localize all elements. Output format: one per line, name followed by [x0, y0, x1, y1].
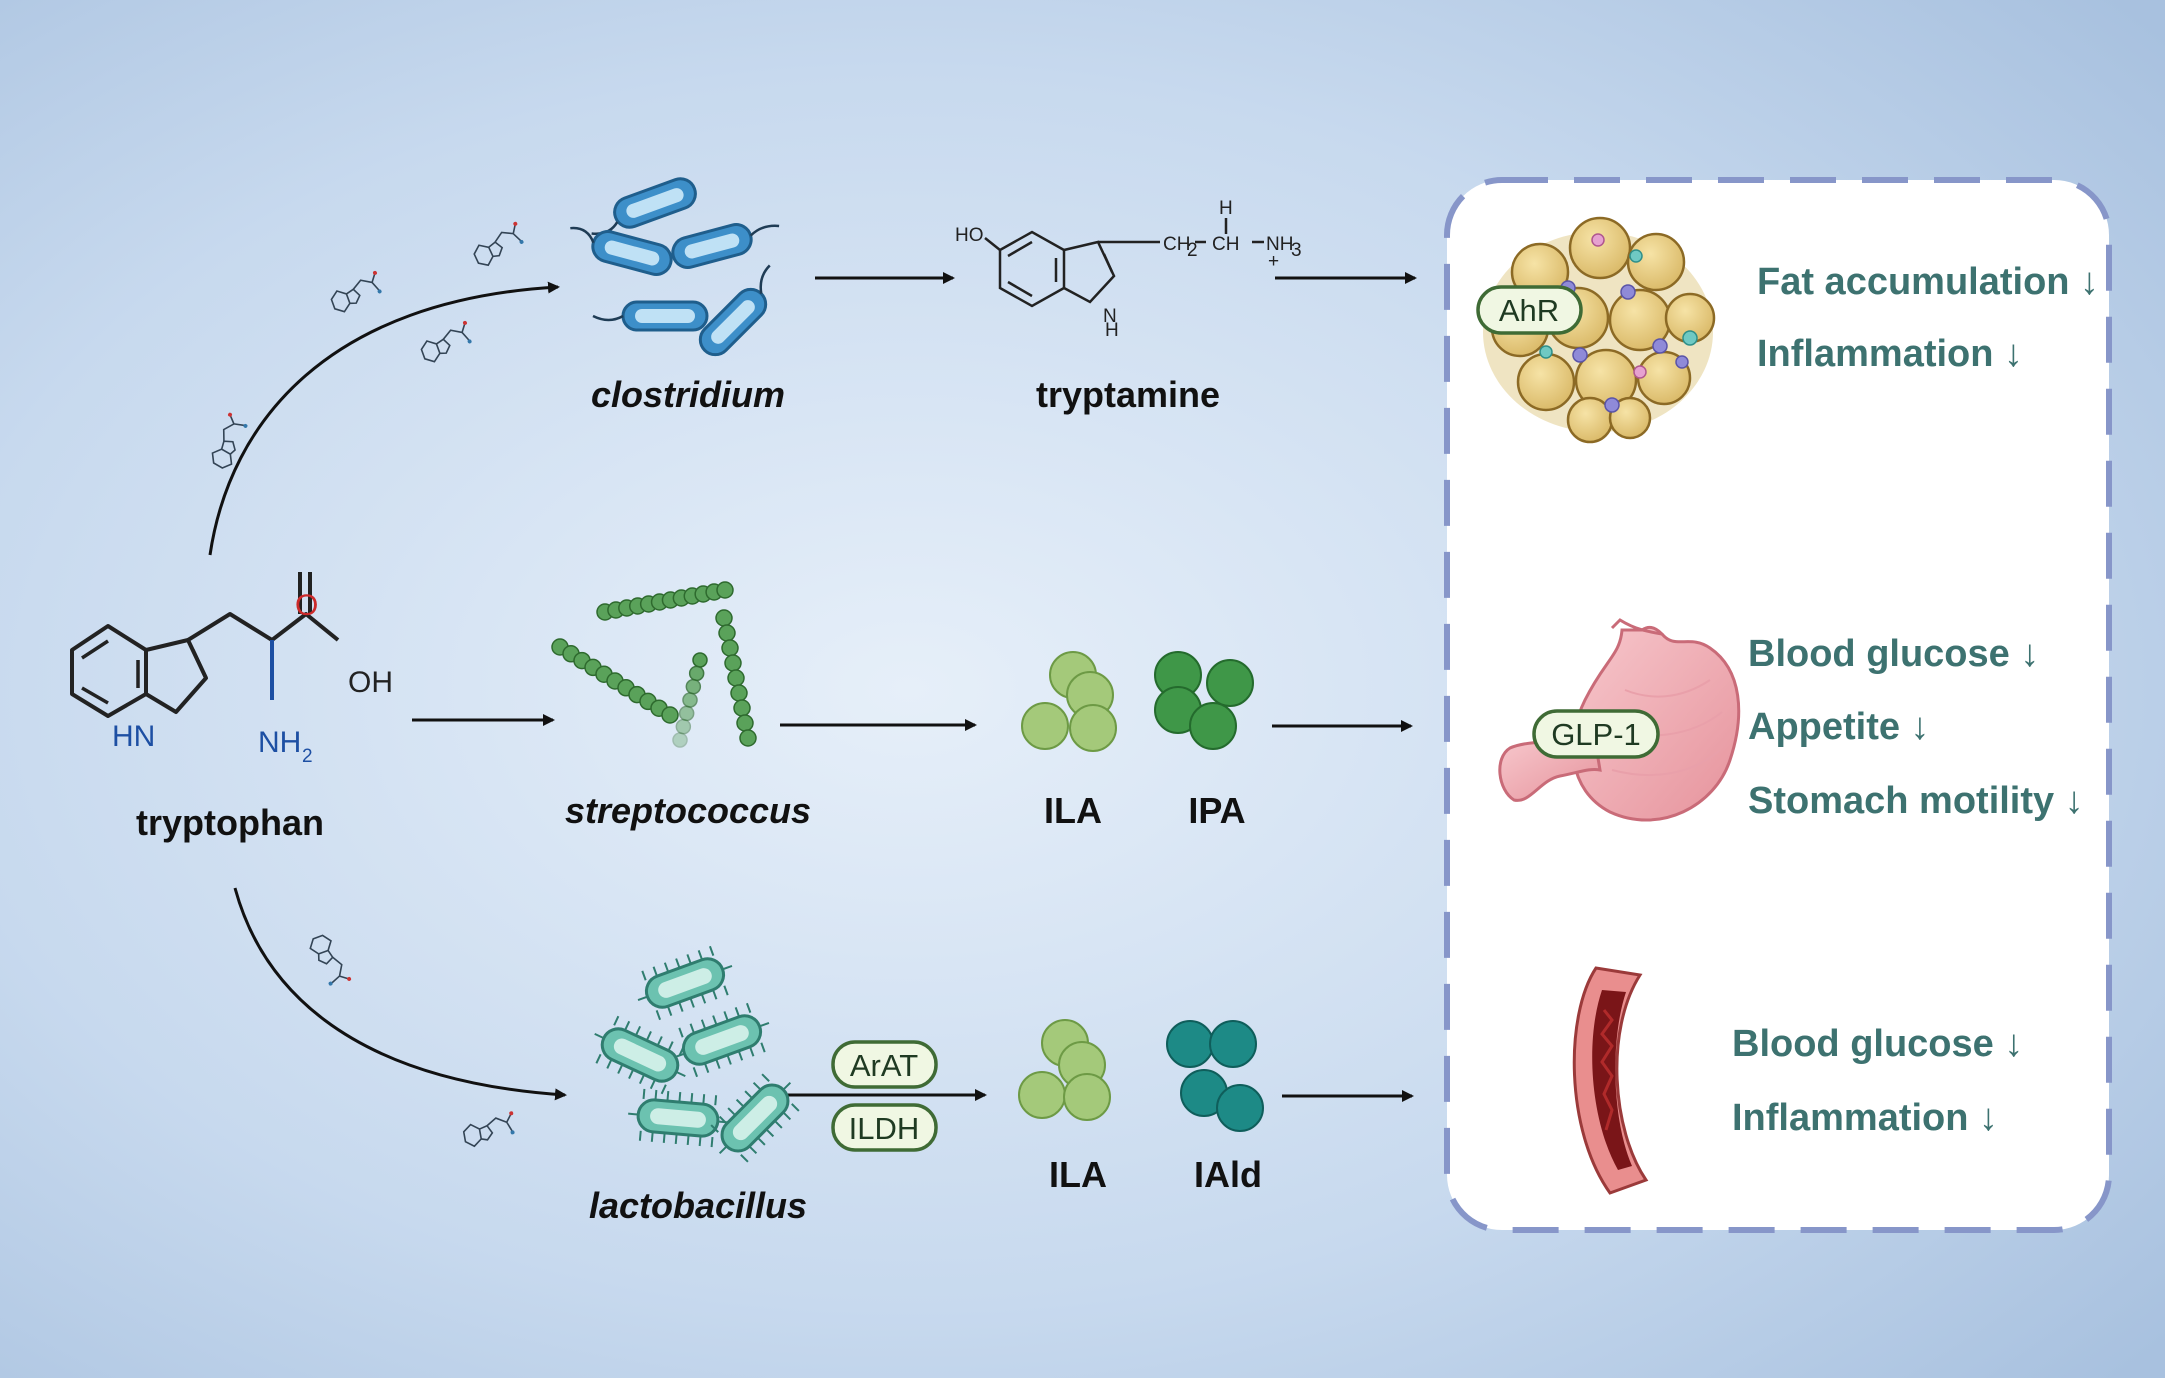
clostridium-label: clostridium: [591, 374, 785, 415]
tryptamine-ho-label: HO: [955, 225, 984, 246]
arat-label: ArAT: [850, 1048, 918, 1083]
tryptamine-charge-label: +: [1268, 251, 1279, 272]
tryptophan-label: tryptophan: [136, 802, 324, 843]
tryptamine-ch2-label: CH: [1163, 234, 1190, 255]
tryptamine-nh3-label: NH: [1266, 234, 1293, 255]
clostridium-icon: [570, 177, 780, 357]
effect-fat-accumulation: Fat accumulation ↓: [1757, 261, 2099, 303]
tryptamine-ch2-subscript: 2: [1187, 240, 1198, 261]
tryptamine-h-label: H: [1219, 198, 1233, 219]
ila-label-middle: ILA: [1044, 790, 1102, 831]
streptococcus-icon: [551, 581, 757, 748]
effects-panel: [1444, 177, 2112, 1233]
effect-blood-glucose-middle: Blood glucose ↓: [1748, 633, 2039, 675]
amine-label: NH: [258, 726, 301, 759]
ahr-receptor-pill: AhR: [1476, 285, 1583, 335]
lactobacillus-icon: [594, 945, 800, 1163]
arat-enzyme-pill: ArAT: [831, 1040, 938, 1089]
lactobacillus-label: lactobacillus: [589, 1185, 807, 1226]
tryptamine-ch-label: CH: [1212, 234, 1239, 255]
ipa-molecule-cluster: [1154, 651, 1254, 750]
tryptamine-nh3-subscript: 3: [1291, 240, 1302, 261]
effect-stomach-motility: Stomach motility ↓: [1748, 780, 2084, 822]
tryptophan-structure: [70, 572, 340, 718]
curved-arrow-to-lactobacillus: [233, 887, 567, 1101]
curved-arrow-to-clostridium: [208, 281, 560, 556]
amine-subscript: 2: [302, 746, 313, 767]
tryptamine-ring-n-label: N: [1103, 306, 1117, 327]
effect-inflammation-bottom: Inflammation ↓: [1732, 1097, 1998, 1139]
indole-nh-label: HN: [112, 720, 155, 753]
ila-molecule-cluster-middle: [1021, 651, 1117, 752]
iald-label: IAld: [1194, 1154, 1262, 1195]
hydroxyl-label: OH: [348, 666, 393, 699]
tryptamine-ring-h-label: H: [1105, 320, 1119, 341]
effect-blood-glucose-bottom: Blood glucose ↓: [1732, 1023, 2023, 1065]
ahr-label: AhR: [1499, 293, 1559, 328]
glp1-receptor-pill: GLP-1: [1532, 709, 1660, 759]
glp1-label: GLP-1: [1551, 717, 1641, 752]
streptococcus-label: streptococcus: [565, 790, 811, 831]
ildh-label: ILDH: [849, 1111, 920, 1146]
effect-appetite: Appetite ↓: [1748, 706, 1930, 748]
ila-label-bottom: ILA: [1049, 1154, 1107, 1195]
blood-vessel-icon: [1572, 966, 1649, 1195]
tryptamine-structure: [984, 218, 1264, 308]
iald-molecule-cluster: [1166, 1020, 1264, 1132]
ila-molecule-cluster-bottom: [1018, 1019, 1111, 1121]
ildh-enzyme-pill: ILDH: [831, 1103, 938, 1152]
tryptamine-label: tryptamine: [1036, 374, 1220, 415]
ipa-label: IPA: [1188, 790, 1245, 831]
oxygen-label: O: [295, 589, 318, 622]
effect-inflammation-top: Inflammation ↓: [1757, 333, 2023, 375]
